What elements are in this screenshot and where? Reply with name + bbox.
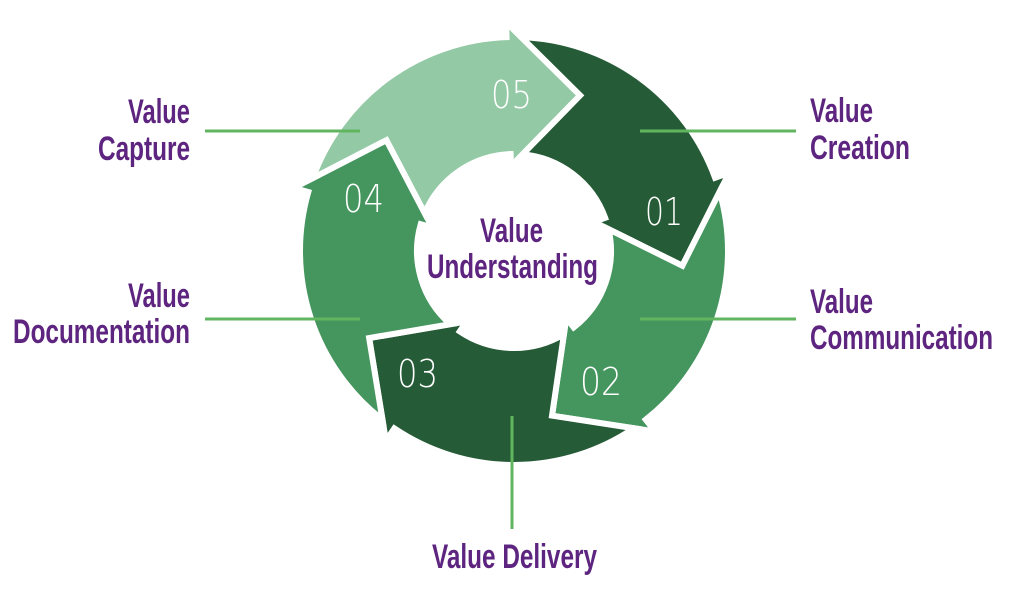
step-label-line: Creation [810, 129, 910, 167]
step-number-03: 03 [397, 352, 438, 396]
step-label-line: Value [128, 277, 190, 315]
step-arrow-02 [548, 183, 731, 436]
step-number-02: 02 [580, 360, 622, 404]
step-arrow-05 [307, 14, 585, 221]
step-arrow-04 [285, 136, 458, 427]
step-label-line: Communication [810, 319, 993, 357]
step-label-line: Value Delivery [432, 538, 597, 576]
step-label-line: Documentation [13, 313, 190, 351]
center-label: Value Understanding [427, 212, 598, 286]
step-label-delivery: Value Delivery [432, 538, 597, 576]
step-numbers: 01 02 03 04 05 [343, 73, 683, 404]
connector-lines [205, 129, 796, 529]
step-label-line: Value [810, 283, 873, 321]
step-number-04: 04 [343, 177, 384, 221]
step-label-line: Value [810, 92, 873, 130]
step-label-documentation: Value Documentation [13, 277, 190, 351]
step-label-creation: Value Creation [810, 92, 910, 167]
center-label-line-1: Value [480, 212, 543, 250]
step-label-capture: Value Capture [98, 93, 190, 168]
step-arrow-01 [513, 33, 736, 270]
step-number-01: 01 [645, 190, 683, 234]
step-label-line: Capture [98, 130, 190, 168]
step-arrow-03 [365, 317, 642, 468]
step-label-communication: Value Communication [810, 283, 993, 357]
center-label-line-2: Understanding [427, 248, 598, 286]
step-label-line: Value [128, 93, 190, 131]
arrow-ring [285, 14, 736, 468]
step-number-05: 05 [491, 73, 532, 117]
